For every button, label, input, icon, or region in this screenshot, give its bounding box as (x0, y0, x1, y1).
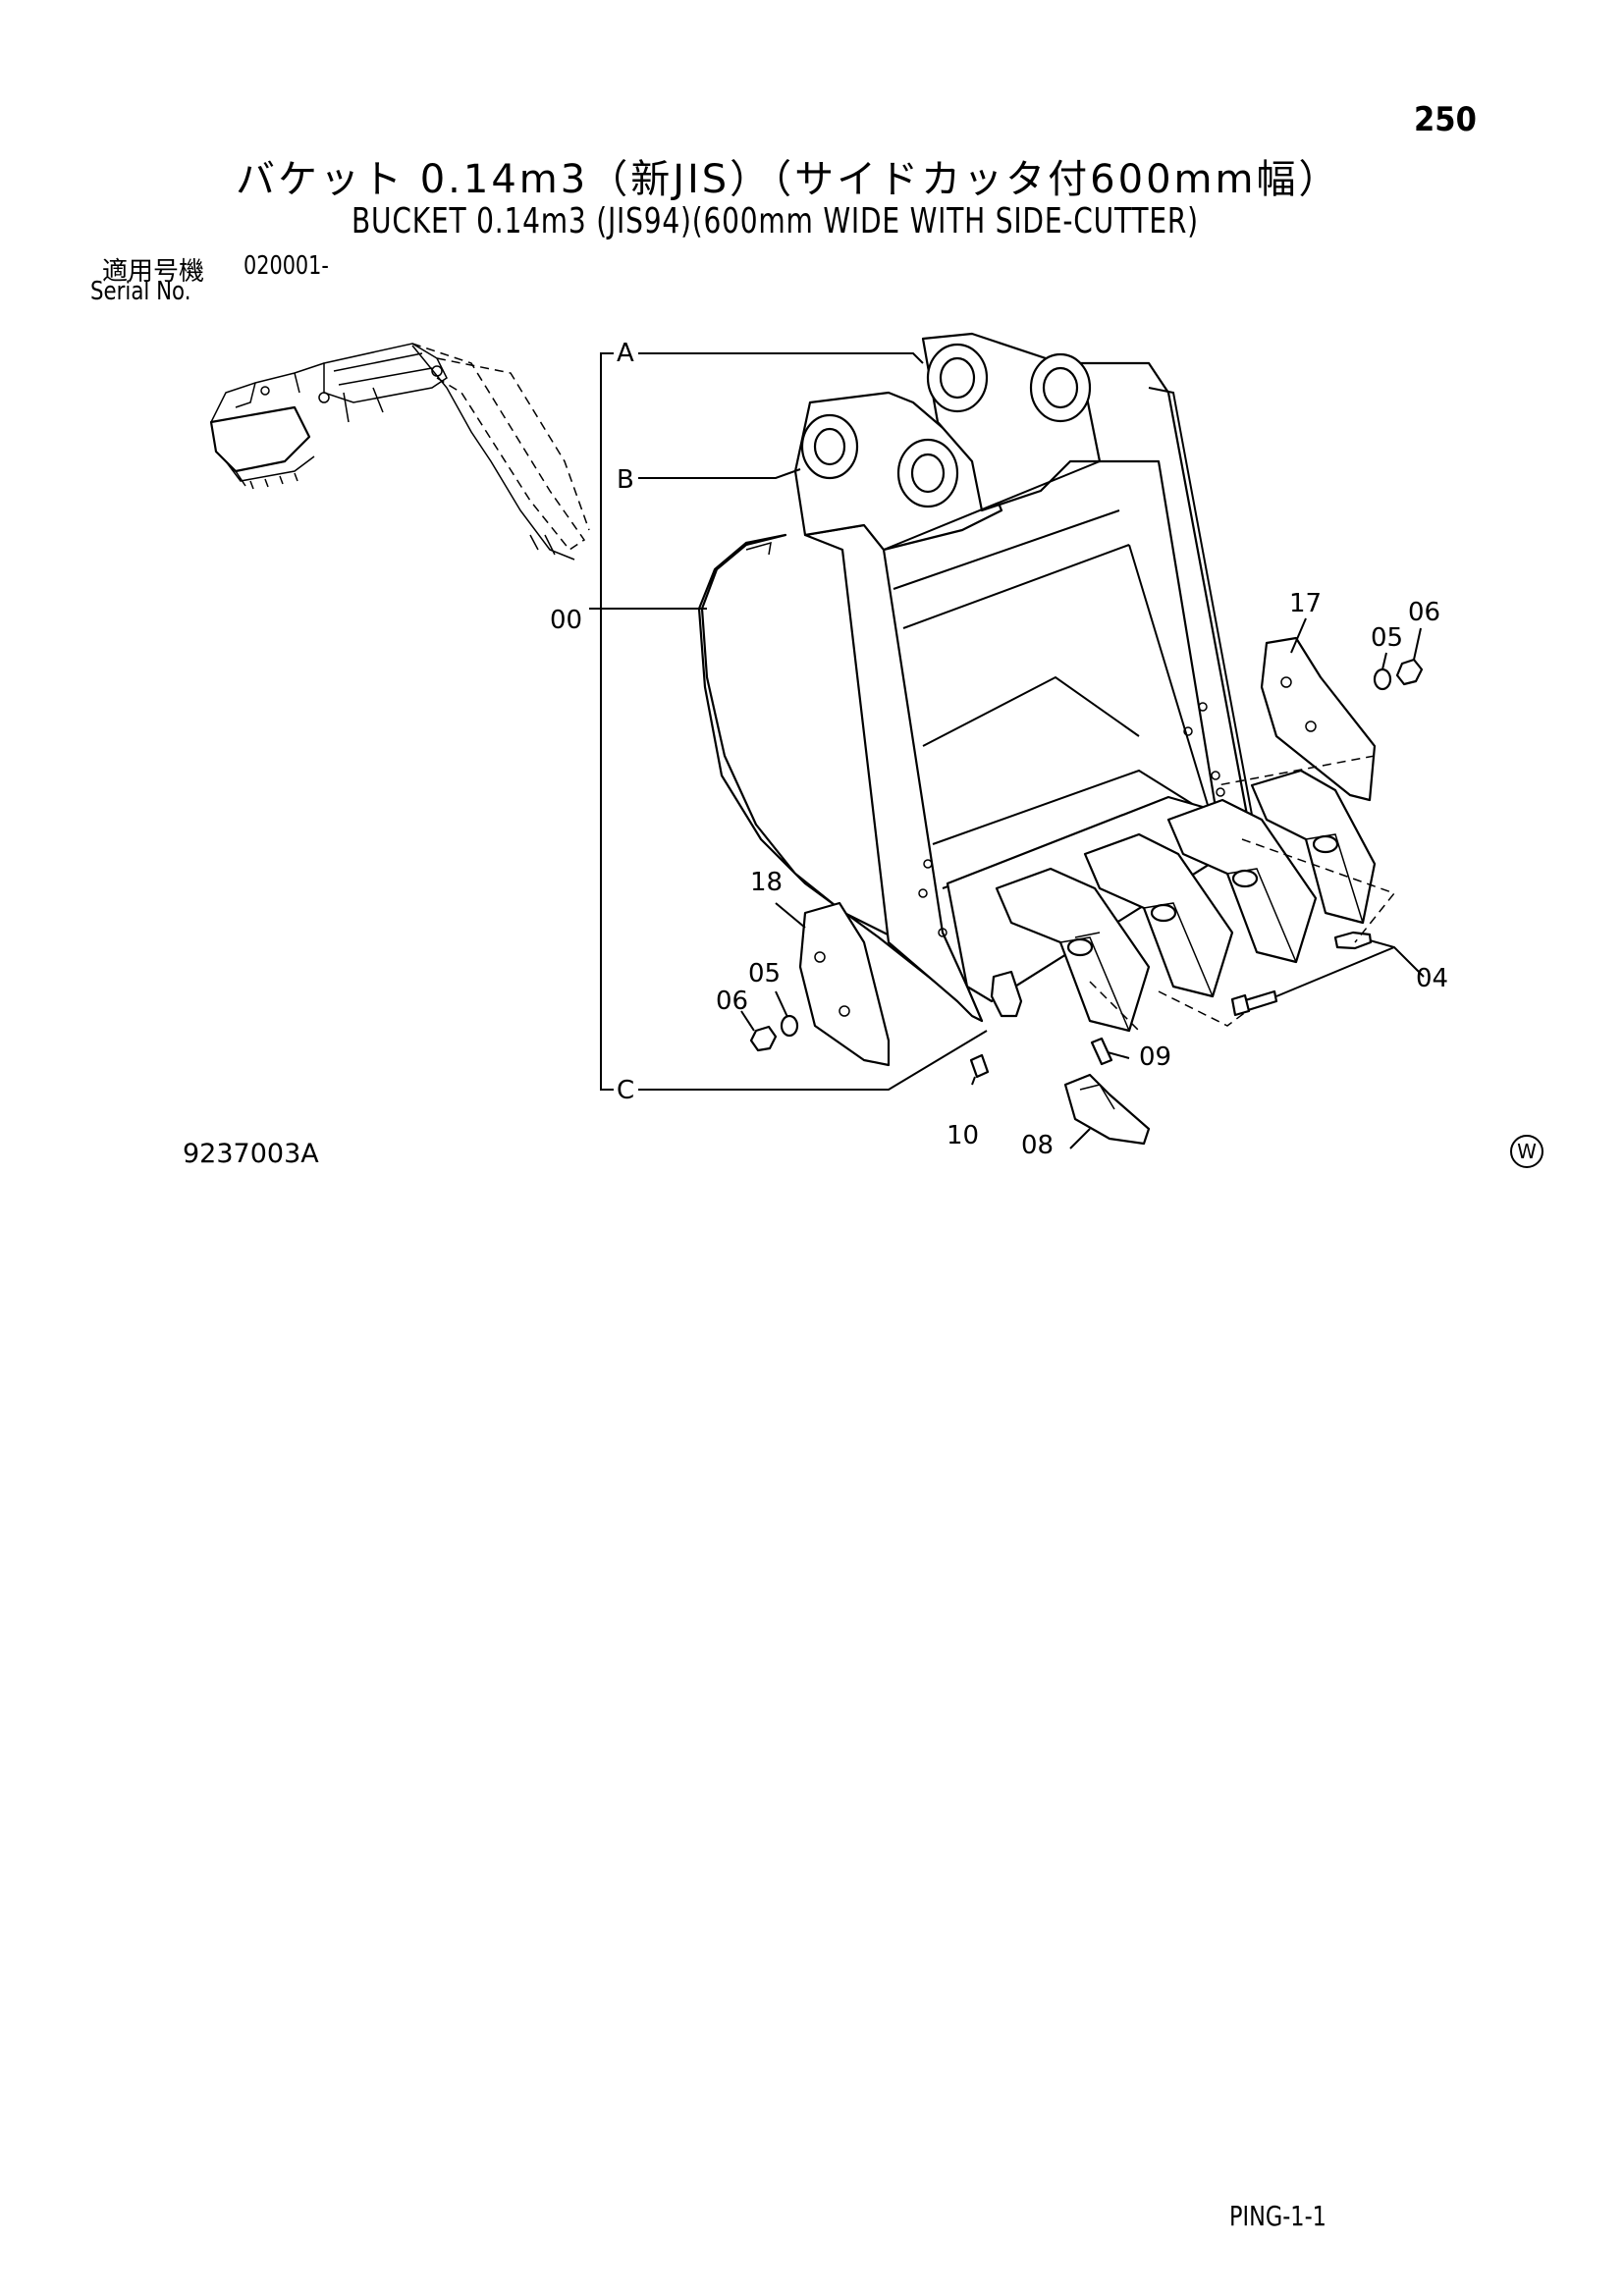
callout-05-right: 05 (1371, 623, 1403, 653)
figure-code: 9237003A (183, 1139, 319, 1169)
assembly-dashed-lines (1089, 755, 1396, 1032)
callout-08: 08 (1021, 1131, 1054, 1160)
side-cutter-left (798, 901, 891, 1067)
callout-b: B (617, 465, 634, 495)
callout-06-left: 06 (716, 987, 748, 1016)
page-number: 250 (1414, 100, 1477, 139)
callout-04: 04 (1416, 964, 1448, 993)
assembly-bracket (589, 352, 988, 1091)
callout-10: 10 (947, 1121, 979, 1150)
callout-18: 18 (750, 868, 783, 897)
callout-c: C (617, 1076, 634, 1105)
callout-17: 17 (1289, 589, 1322, 618)
side-cutter-right (1260, 636, 1377, 802)
bucket-teeth (995, 769, 1377, 1033)
callout-05-left: 05 (748, 959, 781, 988)
callout-09: 09 (1139, 1042, 1171, 1072)
watermark-symbol: W (1510, 1135, 1543, 1168)
title-english: BUCKET 0.14m3 (JIS94)(600mm WIDE WITH SI… (352, 201, 1199, 241)
excavator-overview-illustration (209, 343, 590, 561)
serial-label-japanese: 適用号機 (102, 257, 205, 287)
callout-a: A (617, 339, 634, 368)
title-japanese: バケット 0.14m3（新JIS）（サイドカッタ付600mm幅） (236, 157, 1341, 202)
page-code: PING-1-1 (1229, 2200, 1326, 2232)
serial-label-english: Serial No. (90, 277, 191, 306)
callout-leaders (740, 617, 1425, 1149)
pin-bosses (800, 343, 1092, 508)
serial-number-value: 020001- (244, 251, 329, 281)
hardware-fasteners (749, 658, 1424, 1146)
callout-06-right: 06 (1408, 598, 1440, 627)
callout-00: 00 (550, 606, 582, 635)
